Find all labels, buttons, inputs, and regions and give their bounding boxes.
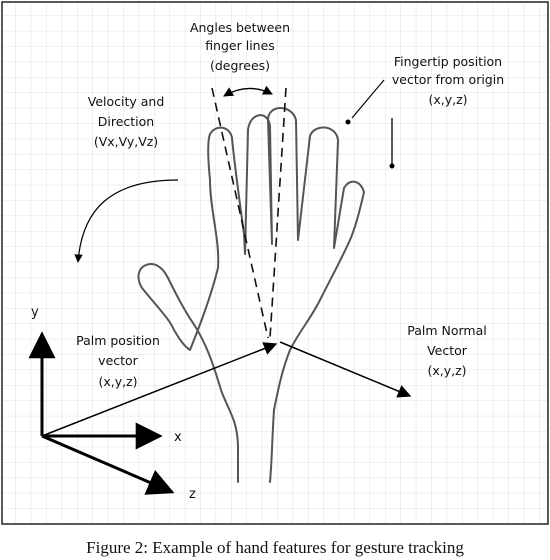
fingertip-point bbox=[345, 119, 351, 125]
palm-position-arrow bbox=[41, 342, 278, 437]
velocity-label-line-3: (Vx,Vy,Vz) bbox=[94, 134, 158, 149]
figure-caption: Figure 2: Example of hand features for g… bbox=[86, 538, 464, 557]
palm-normal-label-line-1: Palm Normal bbox=[407, 323, 487, 338]
fingertip-label-line-1: Fingertip position bbox=[394, 54, 502, 69]
palm-position-label-line-2: vector bbox=[98, 353, 139, 368]
velocity-label-line-1: Velocity and bbox=[88, 94, 165, 109]
palm-position-label-line-1: Palm position bbox=[76, 333, 160, 348]
palm-normal-arrow bbox=[279, 341, 412, 398]
fingertip-label-line-3: (x,y,z) bbox=[428, 92, 467, 107]
z-axis-arrow bbox=[41, 434, 175, 495]
palm-position-label-line-3: (x,y,z) bbox=[98, 374, 137, 389]
finger-line-middle bbox=[269, 87, 287, 339]
angles-label-line-3: (degrees) bbox=[210, 58, 270, 73]
palm-normal-label-line-2: Vector bbox=[427, 343, 468, 358]
palm-normal-label-line-3: (x,y,z) bbox=[427, 363, 466, 378]
hand-outline bbox=[137, 107, 365, 483]
velocity-label-line-2: Direction bbox=[98, 114, 154, 129]
finger-line-index bbox=[211, 87, 269, 339]
velocity-arrow bbox=[74, 179, 179, 263]
angle-arc bbox=[223, 85, 273, 97]
angles-label-line-2: finger lines bbox=[205, 38, 275, 53]
angles-label-line-1: Angles between bbox=[190, 20, 290, 35]
axis-y-label: y bbox=[31, 305, 39, 320]
fingertip-leader-line bbox=[351, 79, 385, 119]
axis-z-label: z bbox=[189, 487, 196, 502]
axis-x-label: x bbox=[174, 430, 182, 445]
fingertip-drop-point bbox=[389, 163, 395, 169]
fingertip-label-line-2: vector from origin bbox=[392, 72, 504, 87]
